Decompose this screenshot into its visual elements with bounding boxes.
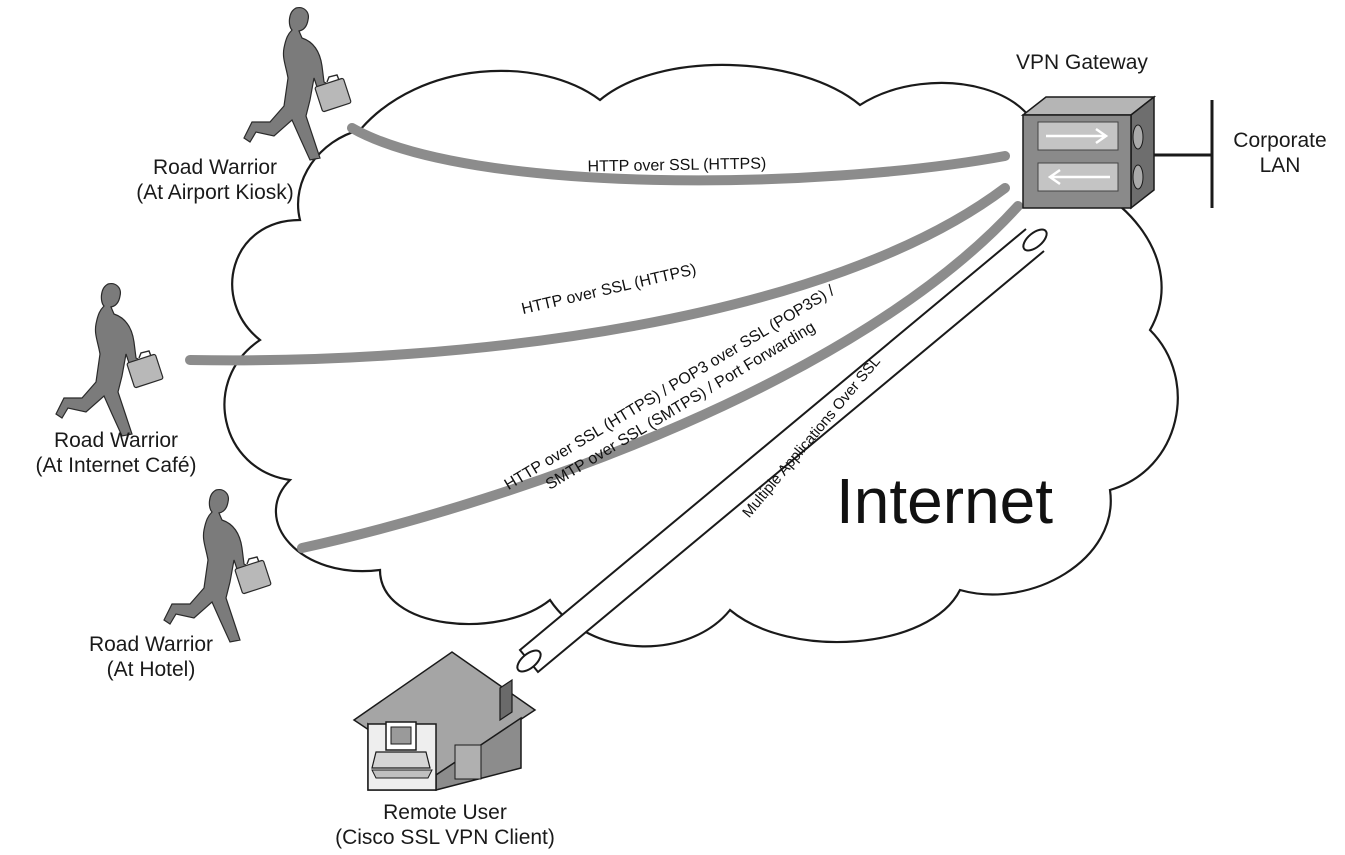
remote-user-label: Remote User (Cisco SSL VPN Client)	[335, 801, 555, 849]
corporate-lan-label: Corporate LAN	[1233, 129, 1327, 177]
link-hotel	[297, 201, 1023, 553]
road-warrior-kiosk-label: Road Warrior (At Airport Kiosk)	[136, 156, 294, 204]
link-kiosk	[347, 123, 1010, 186]
road-warrior-kiosk-icon	[243, 6, 352, 161]
vpn-gateway-icon	[1020, 95, 1157, 210]
ssl-tunnel	[516, 228, 1048, 674]
link-cafe	[185, 183, 1010, 366]
internet-label: Internet	[836, 465, 1054, 537]
link-label-kiosk: HTTP over SSL (HTTPS)	[587, 155, 766, 175]
remote-user-house-icon	[352, 651, 537, 791]
road-warrior-cafe-icon	[55, 282, 164, 437]
road-warrior-cafe-label: Road Warrior (At Internet Café)	[35, 429, 197, 477]
road-warrior-hotel-label: Road Warrior (At Hotel)	[88, 633, 214, 681]
vpn-gateway-label: VPN Gateway	[1016, 51, 1148, 74]
road-warrior-hotel-icon	[163, 488, 272, 643]
